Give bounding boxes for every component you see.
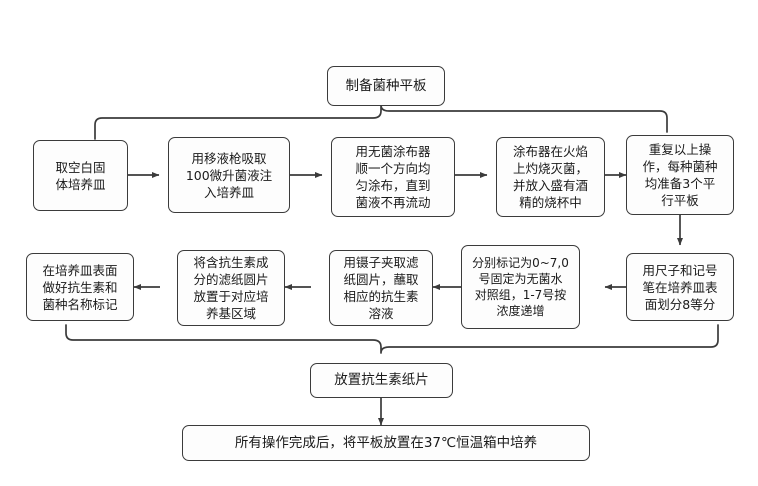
node-label: 制备菌种平板: [345, 77, 427, 94]
node-label: 用无菌涂布器 顺一个方向均 匀涂布，直到 菌液不再流动: [355, 144, 431, 210]
node-place-paper-disc-on-medium[interactable]: 将含抗生素成 分的滤纸圆片 放置于对应培 养基区域: [177, 250, 285, 326]
node-prepare-strain-plate[interactable]: 制备菌种平板: [327, 66, 445, 106]
node-divide-eight-sectors[interactable]: 用尺子和记号 笔在培养皿表 面划分8等分: [626, 253, 734, 321]
node-mark-antibiotic-strain-name[interactable]: 在培养皿表面 做好抗生素和 菌种名称标记: [26, 253, 134, 321]
node-incubate-37c[interactable]: 所有操作完成后，将平板放置在37℃恒温箱中培养: [182, 425, 590, 461]
brace-row1-to-title: [94, 104, 668, 140]
node-label-zero-to-seven[interactable]: 分别标记为0~7,0 号固定为无菌水 对照组，1-7号按 浓度递增: [461, 245, 580, 329]
node-label: 放置抗生素纸片: [334, 372, 429, 388]
node-label: 用镊子夹取滤 纸圆片，蘸取 相应的抗生素 溶液: [343, 255, 419, 321]
node-place-antibiotic-disc[interactable]: 放置抗生素纸片: [310, 363, 453, 398]
node-spread-uniformly[interactable]: 用无菌涂布器 顺一个方向均 匀涂布，直到 菌液不再流动: [331, 137, 455, 217]
node-label: 将含抗生素成 分的滤纸圆片 放置于对应培 养基区域: [193, 255, 269, 321]
brace-row2-to-section2: [65, 324, 719, 354]
node-label: 分别标记为0~7,0 号固定为无菌水 对照组，1-7号按 浓度递增: [472, 256, 569, 318]
node-label: 用移液枪吸取 100微升菌液注 入培养皿: [185, 150, 273, 200]
node-label: 重复以上操 作，每种菌种 均准备3个平 行平板: [642, 142, 718, 208]
node-label: 所有操作完成后，将平板放置在37℃恒温箱中培养: [234, 434, 538, 451]
node-label: 取空白固 体培养皿: [55, 159, 106, 192]
node-label: 涂布器在火焰 上灼烧灭菌， 并放入盛有酒 精的烧杯中: [512, 144, 588, 210]
node-label: 用尺子和记号 笔在培养皿表 面划分8等分: [642, 262, 718, 312]
node-dip-disc-in-antibiotic[interactable]: 用镊子夹取滤 纸圆片，蘸取 相应的抗生素 溶液: [329, 250, 433, 326]
node-repeat-three-plates[interactable]: 重复以上操 作，每种菌种 均准备3个平 行平板: [626, 135, 734, 215]
node-pipette-bacteria[interactable]: 用移液枪吸取 100微升菌液注 入培养皿: [168, 137, 290, 213]
node-label: 在培养皿表面 做好抗生素和 菌种名称标记: [42, 262, 118, 312]
node-flame-sterilize-spreader[interactable]: 涂布器在火焰 上灼烧灭菌， 并放入盛有酒 精的烧杯中: [496, 137, 605, 217]
node-take-blank-plate[interactable]: 取空白固 体培养皿: [33, 140, 128, 211]
